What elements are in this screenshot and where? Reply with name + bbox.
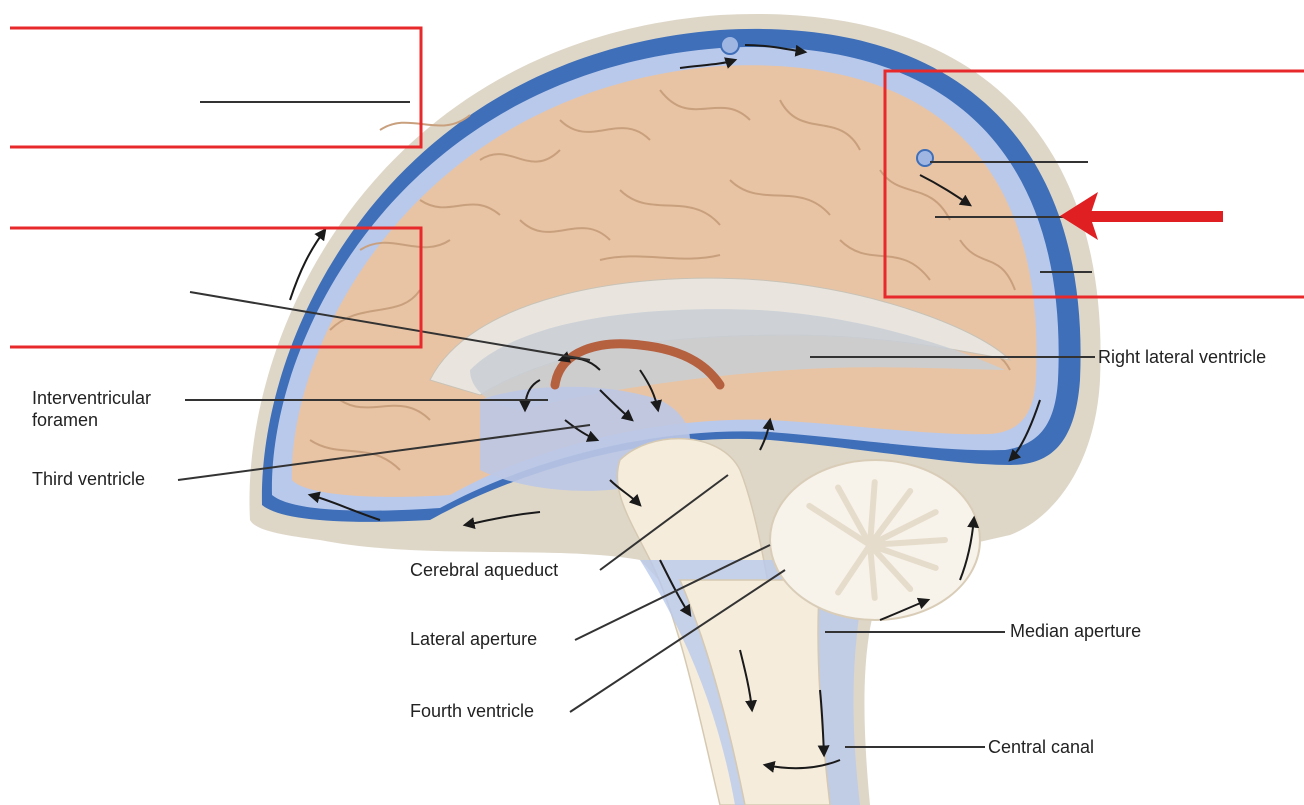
arachnoid-granulation-top [721,36,739,54]
label-interventricular-line2: foramen [32,409,151,431]
label-central-canal: Central canal [988,736,1094,758]
label-fourth-ventricle: Fourth ventricle [410,700,534,722]
label-third-ventricle: Third ventricle [32,468,145,490]
arachnoid-granulation-right [917,150,933,166]
label-interventricular-line1: Interventricular [32,387,151,409]
label-interventricular-foramen: Interventricular foramen [32,387,151,431]
label-lateral-aperture: Lateral aperture [410,628,537,650]
label-median-aperture: Median aperture [1010,620,1141,642]
answer-box-top-left[interactable] [10,28,421,147]
label-cerebral-aqueduct: Cerebral aqueduct [410,559,558,581]
label-right-lateral-ventricle: Right lateral ventricle [1098,346,1266,368]
